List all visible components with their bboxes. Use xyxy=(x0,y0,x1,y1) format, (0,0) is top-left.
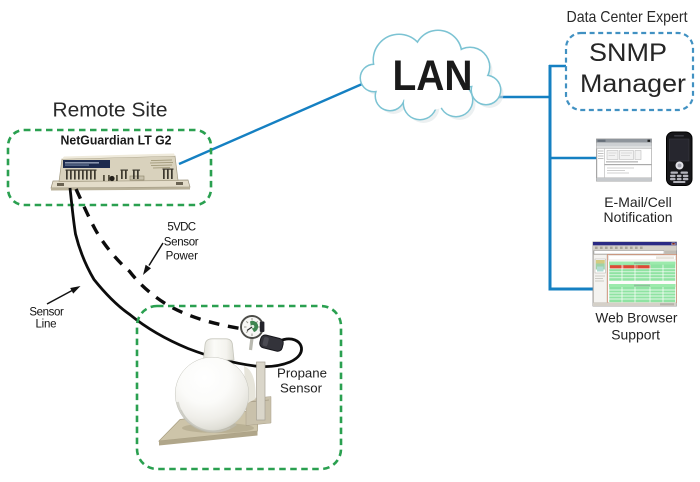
svg-text:SNMP: SNMP xyxy=(589,39,667,67)
svg-text:Sensor: Sensor xyxy=(280,380,323,395)
svg-text:Sensor: Sensor xyxy=(164,237,199,249)
svg-text:Data Center Expert: Data Center Expert xyxy=(567,9,688,26)
svg-text:NetGuardian LT G2: NetGuardian LT G2 xyxy=(61,133,172,148)
svg-text:Line: Line xyxy=(36,319,57,331)
svg-text:Notification: Notification xyxy=(604,209,673,225)
svg-text:Support: Support xyxy=(611,326,660,342)
svg-text:Power: Power xyxy=(166,250,198,262)
svg-text:5VDC: 5VDC xyxy=(167,222,196,234)
svg-text:E-Mail/Cell: E-Mail/Cell xyxy=(604,194,672,210)
svg-text:Sensor: Sensor xyxy=(29,307,64,319)
svg-text:Remote Site: Remote Site xyxy=(53,99,168,122)
svg-text:LAN: LAN xyxy=(393,52,473,100)
svg-text:Manager: Manager xyxy=(580,70,686,98)
svg-text:Propane: Propane xyxy=(277,366,327,381)
svg-text:Web Browser: Web Browser xyxy=(595,310,677,326)
